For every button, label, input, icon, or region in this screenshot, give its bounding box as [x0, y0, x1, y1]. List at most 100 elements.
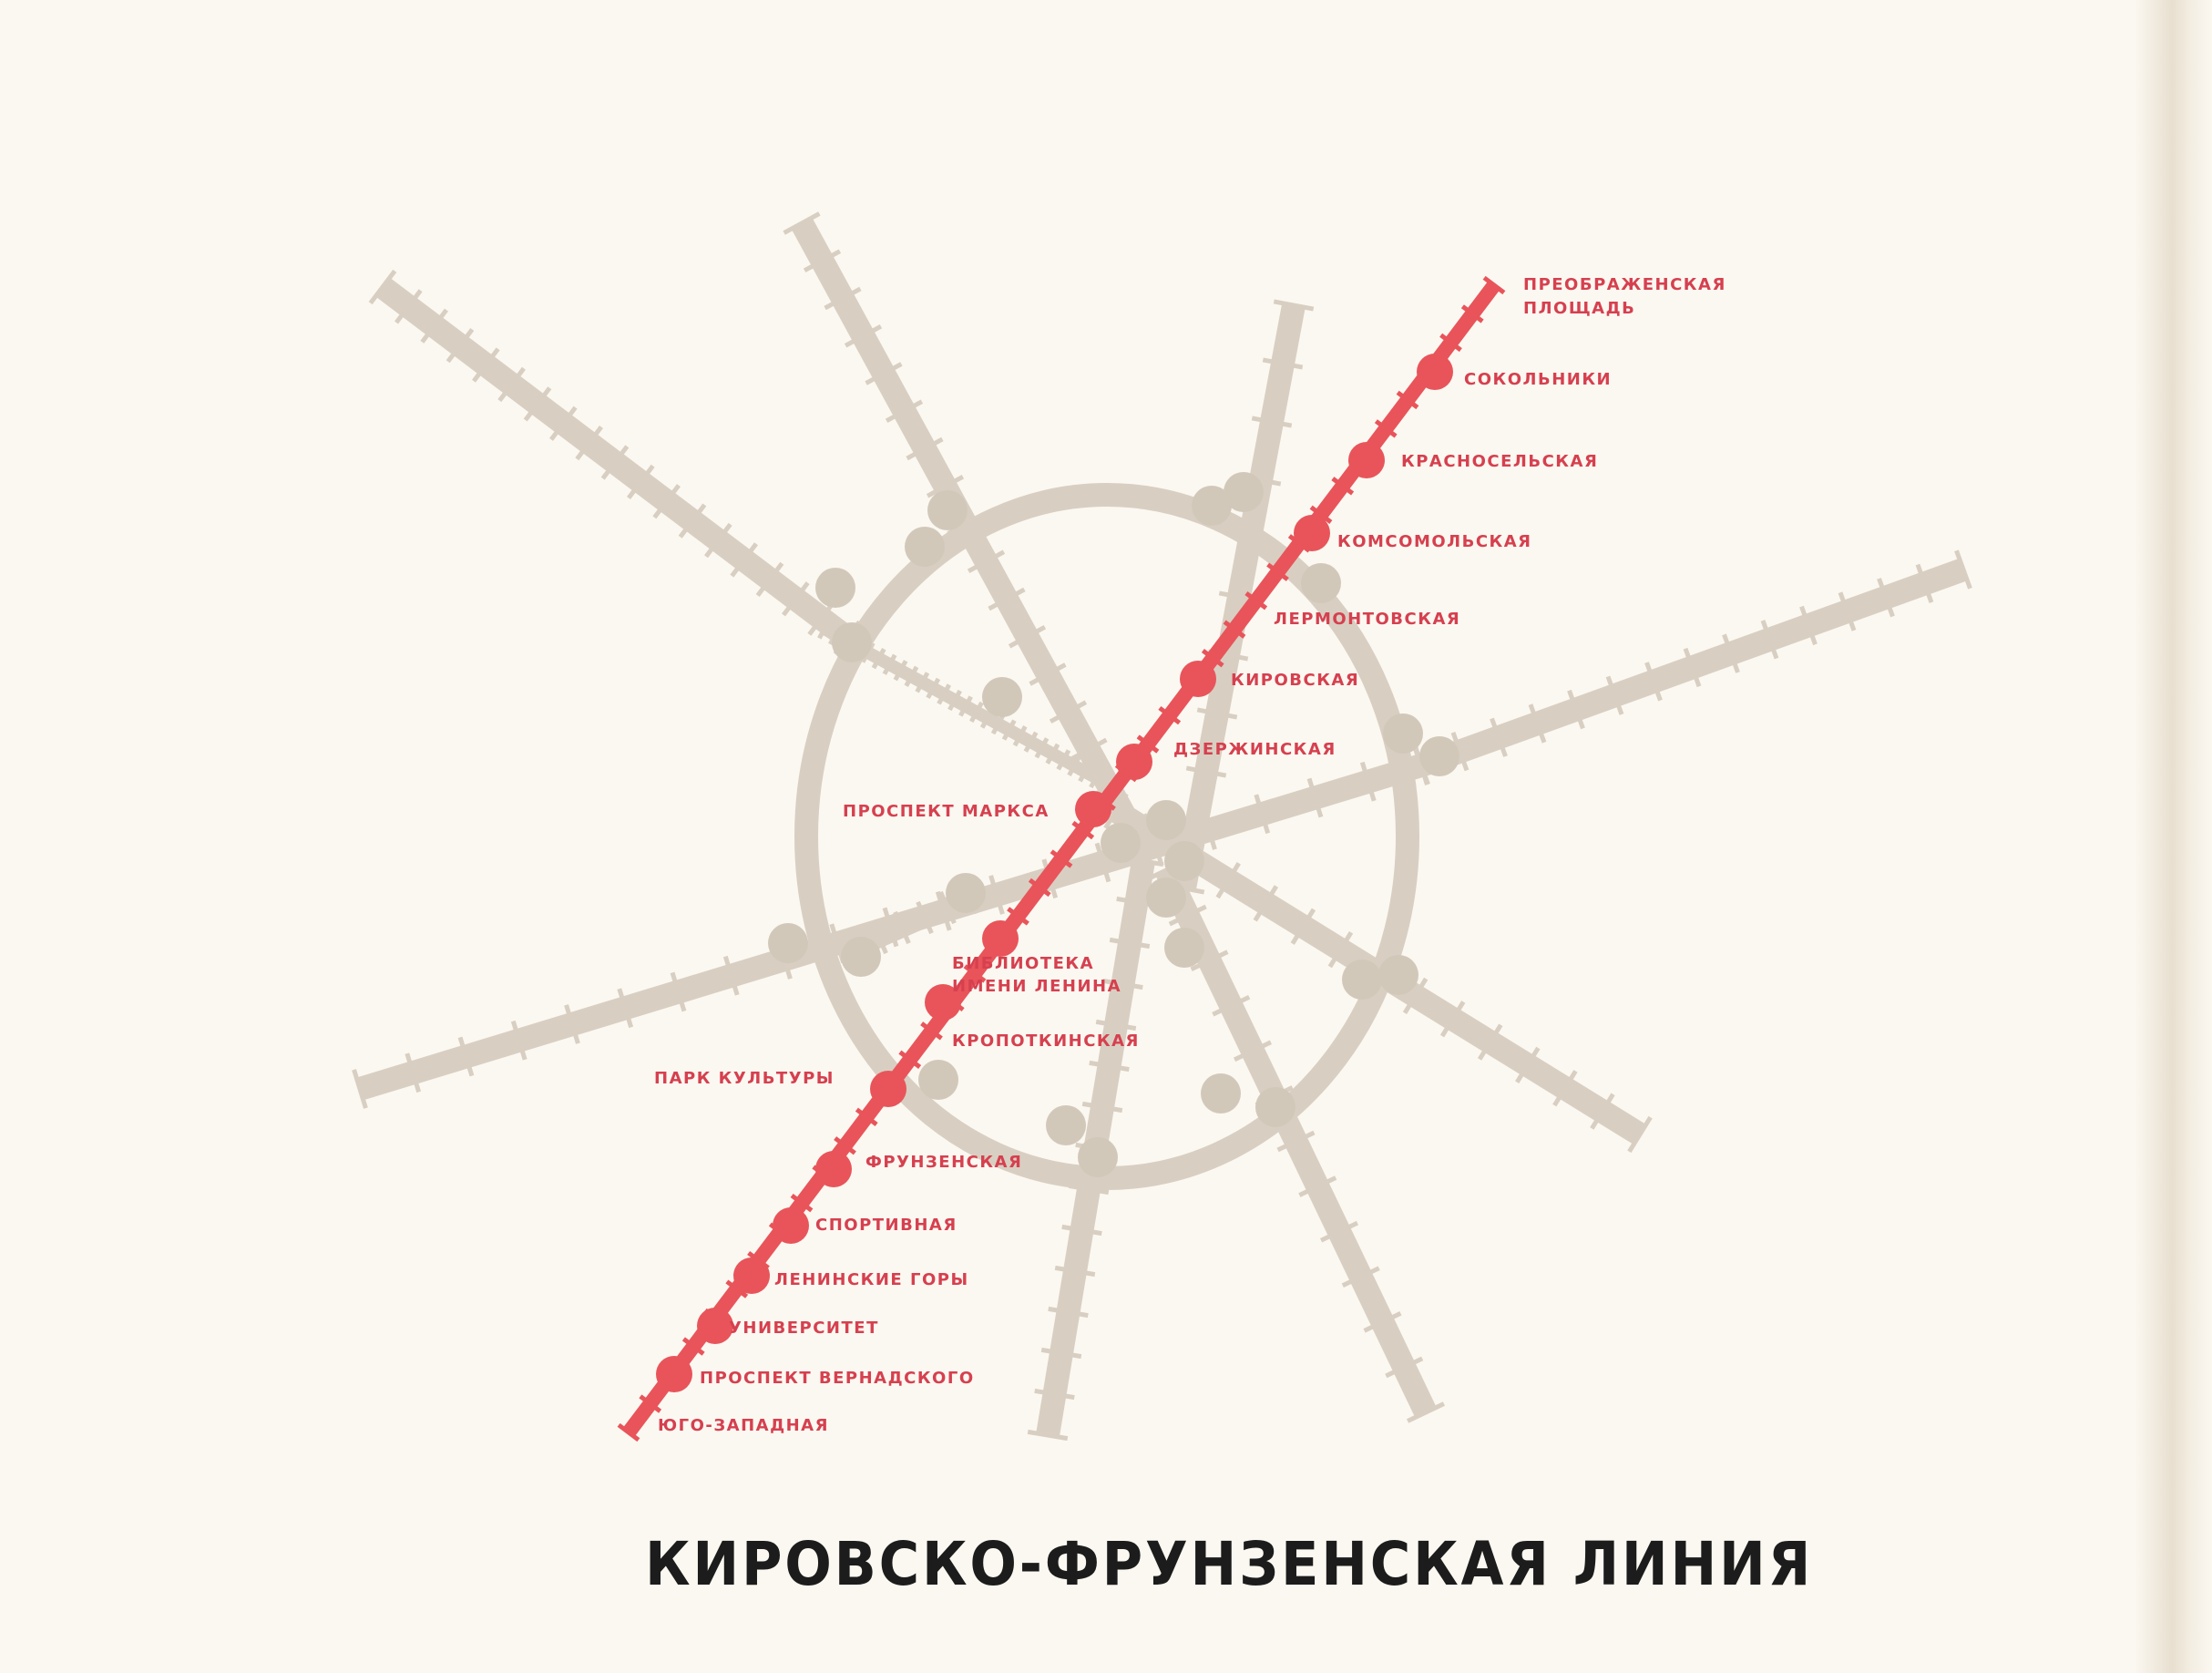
- station-tick: [1089, 766, 1103, 789]
- interchange-station: [841, 937, 881, 977]
- station-tick: [1215, 861, 1241, 899]
- station-label: ПЛОЩАДЬ: [1523, 299, 1635, 318]
- interchange-station: [768, 923, 808, 963]
- interchange-station: [1201, 1073, 1241, 1114]
- station-tick: [1244, 591, 1268, 611]
- station-label: ИМЕНИ ЛЕНИНА: [952, 977, 1121, 996]
- station-tick: [871, 648, 886, 670]
- station-tick: [1396, 390, 1419, 410]
- interchange-station: [1146, 800, 1186, 840]
- station-tick: [1049, 700, 1088, 724]
- station-tick: [855, 1107, 878, 1126]
- station-tick: [1385, 1356, 1424, 1379]
- station-tick: [1229, 532, 1271, 545]
- station-tick: [790, 1194, 814, 1213]
- station-tick: [1100, 773, 1114, 795]
- station-tick: [1251, 416, 1293, 428]
- station-tick: [1319, 1220, 1359, 1243]
- station-tick: [967, 549, 1006, 574]
- station-tick: [937, 683, 952, 705]
- highlighted-station: [773, 1207, 809, 1244]
- station-tick: [988, 587, 1026, 611]
- station-tick: [958, 695, 973, 717]
- station-tick: [457, 1036, 475, 1077]
- station-label: КИРОВСКАЯ: [1231, 671, 1359, 690]
- interchange-station: [905, 527, 945, 567]
- station-tick: [1070, 737, 1108, 762]
- station-tick: [1136, 734, 1160, 754]
- station-tick: [1528, 703, 1547, 744]
- station-tick: [1412, 745, 1430, 785]
- station-label: ЮГО-ЗАПАДНАЯ: [658, 1416, 829, 1435]
- interchange-station: [1383, 713, 1423, 754]
- station-label: СПОРТИВНАЯ: [815, 1216, 958, 1235]
- station-tick: [1298, 1175, 1337, 1197]
- station-tick: [865, 362, 903, 385]
- station-tick: [1515, 1046, 1541, 1084]
- station-tick: [1760, 620, 1779, 660]
- station-tick: [1331, 477, 1355, 496]
- map-title: КИРОВСКО-ФРУНЗЕНСКАЯ ЛИНИЯ: [645, 1529, 1814, 1599]
- station-tick: [1877, 578, 1895, 618]
- station-tick: [617, 1422, 640, 1442]
- station-tick: [1306, 777, 1324, 818]
- station-tick: [1056, 749, 1071, 771]
- station-tick: [1374, 419, 1398, 438]
- station-tick: [755, 561, 784, 597]
- station-tick: [1078, 761, 1093, 783]
- station-tick: [824, 286, 862, 311]
- station-tick: [1040, 1347, 1082, 1360]
- station-tick: [1254, 794, 1271, 835]
- interchange-station: [982, 677, 1022, 717]
- highlighted-station: [1180, 661, 1216, 697]
- interchange-station: [918, 1060, 958, 1100]
- station-label: ПРОСПЕКТ МАРКСА: [843, 802, 1050, 821]
- station-tick: [368, 269, 397, 305]
- station-tick: [652, 484, 681, 519]
- station-tick: [670, 971, 687, 1012]
- interchange-station: [1101, 823, 1141, 863]
- interchange-station: [1419, 736, 1459, 776]
- station-tick: [1799, 605, 1818, 646]
- station-tick: [1212, 994, 1251, 1017]
- station-label: УНИВЕРСИТЕТ: [729, 1319, 879, 1338]
- station-tick: [834, 1136, 856, 1155]
- station-tick: [1071, 820, 1095, 840]
- ring-line: [794, 483, 1419, 1190]
- station-tick: [1008, 624, 1047, 649]
- station-tick: [916, 900, 934, 935]
- station-label: ФРУНЗЕНСКАЯ: [865, 1153, 1022, 1172]
- interchange-station: [1224, 472, 1264, 512]
- station-tick: [988, 875, 1005, 915]
- interchange-station: [1164, 841, 1204, 881]
- interchange-station: [1301, 563, 1341, 603]
- station-tick: [549, 405, 578, 441]
- station-tick: [1196, 707, 1238, 720]
- station-tick: [1045, 743, 1060, 765]
- station-tick: [1027, 1429, 1069, 1442]
- highlighted-station: [1116, 744, 1152, 780]
- station-tick: [1273, 299, 1315, 312]
- other-lines: [352, 211, 1972, 1442]
- station-tick: [1309, 505, 1333, 524]
- station-tick: [1095, 1019, 1137, 1032]
- station-tick: [1915, 563, 1934, 603]
- highlighted-station: [1348, 442, 1385, 478]
- station-tick: [394, 289, 423, 324]
- highlighted-station: [1075, 791, 1111, 827]
- station-tick: [1460, 304, 1484, 323]
- kirovsko-frunzenskaya-line: [617, 275, 1506, 1442]
- station-tick: [783, 211, 821, 235]
- station-tick: [420, 308, 448, 344]
- station-tick: [885, 399, 924, 424]
- station-tick: [1276, 1130, 1316, 1153]
- station-tick: [1109, 937, 1151, 949]
- station-tick: [1201, 648, 1224, 668]
- station-tick: [1034, 1388, 1075, 1401]
- station-label: ПАРК КУЛЬТУРЫ: [654, 1069, 835, 1088]
- station-tick: [1050, 849, 1073, 868]
- station-tick: [906, 436, 944, 461]
- station-tick: [1102, 978, 1143, 990]
- station-tick: [1341, 1266, 1380, 1288]
